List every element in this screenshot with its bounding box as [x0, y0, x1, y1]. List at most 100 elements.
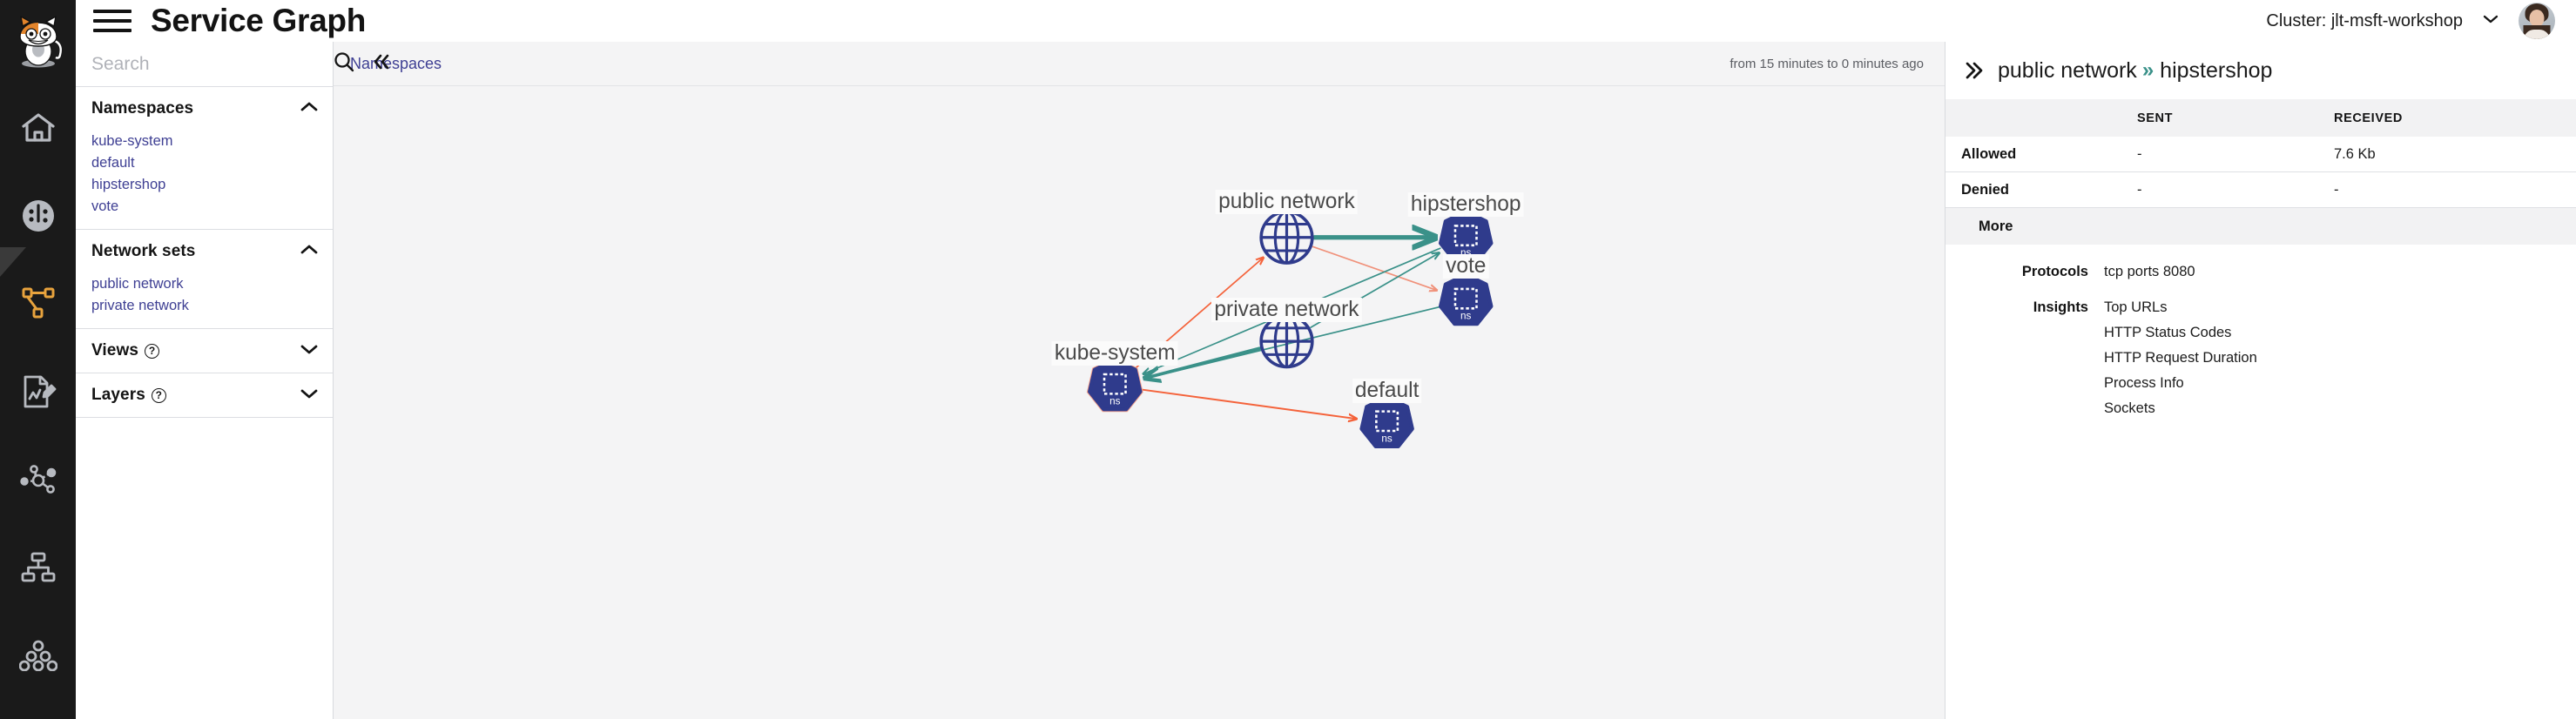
double-chevron-right-icon[interactable]	[1961, 60, 1986, 81]
sidebar-item-endpoints[interactable]	[0, 523, 76, 611]
sidebar-item-policies[interactable]	[0, 347, 76, 435]
dashboard-gauge-icon	[21, 198, 56, 233]
canvas-toolbar: Namespaces from 15 minutes to 0 minutes …	[334, 42, 1945, 86]
graph-node-label-vote: vote	[1443, 253, 1489, 279]
cluster-mesh-icon	[18, 640, 57, 671]
left-nav-panel: Namespaces kube-system default hipstersh…	[76, 0, 389, 719]
sidebar-item-public-network[interactable]: public network	[91, 276, 184, 292]
sidebar-item-default[interactable]: default	[91, 155, 135, 171]
graph-node-default[interactable]: ns	[1359, 394, 1414, 448]
policies-document-edit-icon	[20, 373, 57, 410]
cell-allowed-sent: -	[2137, 145, 2142, 162]
insight-process-info[interactable]: Process Info	[2104, 375, 2184, 391]
svg-text:ns: ns	[1109, 396, 1121, 407]
graph-node-public-network[interactable]	[1259, 210, 1314, 265]
sidebar-item-vote[interactable]: vote	[91, 198, 119, 214]
insight-http-status-codes[interactable]: HTTP Status Codes	[2104, 325, 2232, 340]
help-icon[interactable]: ?	[145, 343, 160, 359]
nodes-network-icon	[19, 463, 57, 496]
nav-section-header-network-sets[interactable]: Network sets	[76, 230, 333, 273]
graph-node-vote[interactable]: ns	[1439, 272, 1494, 326]
help-icon[interactable]: ?	[151, 387, 166, 403]
column-header-received: RECEIVED	[2334, 111, 2403, 125]
avatar[interactable]	[2519, 3, 2555, 39]
flow-arrow-icon: »	[2141, 58, 2154, 82]
nav-group-layers: Layers ?	[76, 373, 333, 418]
sidebar-item-home[interactable]	[0, 84, 76, 171]
sidebar-item-cluster-mesh[interactable]	[0, 611, 76, 699]
insight-http-request-duration[interactable]: HTTP Request Duration	[2104, 350, 2257, 366]
detail-header: public network » hipstershop	[1945, 42, 2576, 99]
detail-source-label[interactable]: public network	[1998, 57, 2137, 83]
nav-section-title-text: Views	[91, 341, 139, 360]
service-graph-icon	[20, 286, 57, 321]
sidebar-item-service-graph[interactable]	[0, 259, 76, 347]
nav-group-network-sets: Network sets public network private netw…	[76, 230, 333, 329]
chevron-down-icon[interactable]	[2480, 12, 2501, 30]
graph-node-label-hipstershop: hipstershop	[1407, 192, 1524, 217]
detail-title: public network » hipstershop	[1998, 58, 2272, 84]
nav-group-namespaces: Namespaces kube-system default hipstersh…	[76, 87, 333, 230]
nav-section-title: Network sets	[91, 242, 196, 260]
graph-node-label-default: default	[1352, 378, 1422, 403]
breadcrumb[interactable]: Namespaces	[350, 54, 442, 72]
graph-node-kube-system[interactable]: ns	[1086, 357, 1143, 413]
chevron-down-icon[interactable]	[300, 387, 319, 404]
top-header-bar: Service Graph Cluster: jlt-msft-workshop	[76, 0, 2576, 42]
graph-node-label-private-network: private network	[1211, 298, 1362, 323]
tigera-cat-logo[interactable]	[0, 0, 76, 84]
sidebar-item-kube-system[interactable]: kube-system	[91, 133, 173, 149]
detail-target-label[interactable]: hipstershop	[2160, 57, 2273, 83]
sidebar-item-nodes[interactable]	[0, 435, 76, 523]
row-label-allowed: Allowed	[1961, 145, 2017, 162]
hierarchy-icon	[19, 552, 57, 583]
nav-section-header-layers[interactable]: Layers ?	[76, 373, 333, 417]
chevron-up-icon[interactable]	[300, 101, 319, 118]
graph-edge[interactable]	[1312, 245, 1437, 290]
cell-denied-sent: -	[2137, 181, 2142, 198]
page-title: Service Graph	[151, 3, 367, 38]
nav-section-title: Views ?	[91, 341, 160, 360]
graph-node-private-network[interactable]	[1259, 314, 1314, 369]
insight-top-urls[interactable]: Top URLs	[2104, 299, 2168, 315]
double-chevron-left-icon[interactable]	[371, 52, 392, 76]
icon-rail	[0, 0, 76, 719]
sidebar-item-dashboard[interactable]	[0, 171, 76, 259]
more-label: More	[1979, 218, 2013, 234]
top-header-right: Cluster: jlt-msft-workshop	[2266, 3, 2576, 39]
insight-sockets[interactable]: Sockets	[2104, 400, 2155, 416]
graph-node-label-public-network: public network	[1216, 190, 1358, 215]
nav-section-title: Layers ?	[91, 386, 166, 405]
more-section-header[interactable]: More	[1945, 208, 2576, 245]
sidebar-item-hipstershop[interactable]: hipstershop	[91, 177, 166, 192]
protocols-label: Protocols	[2021, 264, 2088, 279]
cluster-selector-label[interactable]: Cluster: jlt-msft-workshop	[2266, 10, 2463, 30]
chevron-down-icon[interactable]	[300, 343, 319, 360]
insights-row: Insights Top URLs HTTP Status Codes HTTP…	[1945, 280, 2576, 417]
search-bar	[76, 42, 389, 87]
graph-canvas: Namespaces from 15 minutes to 0 minutes …	[334, 0, 1945, 719]
hamburger-icon[interactable]	[93, 10, 131, 32]
nav-section-header-namespaces[interactable]: Namespaces	[76, 87, 333, 131]
chevron-up-icon[interactable]	[300, 244, 319, 260]
time-range-label[interactable]: from 15 minutes to 0 minutes ago	[1730, 56, 1924, 71]
search-icon[interactable]	[333, 50, 355, 77]
graph-edge[interactable]	[1144, 346, 1262, 378]
home-icon	[20, 111, 57, 144]
row-label-denied: Denied	[1961, 181, 2010, 198]
search-input[interactable]	[91, 53, 327, 75]
cell-denied-received: -	[2334, 181, 2339, 198]
nav-section-header-views[interactable]: Views ?	[76, 329, 333, 373]
protocols-value: tcp ports 8080	[2104, 264, 2195, 279]
svg-text:ns: ns	[1460, 311, 1472, 322]
insights-list: Top URLs HTTP Status Codes HTTP Request …	[2104, 299, 2257, 417]
nav-section-title: Namespaces	[91, 99, 194, 118]
sidebar-item-private-network[interactable]: private network	[91, 298, 189, 313]
detail-panel: public network » hipstershop SENT RECEIV…	[1945, 0, 2576, 719]
table-row: Denied - -	[1945, 172, 2576, 208]
column-header-sent: SENT	[2137, 111, 2174, 125]
graph-edge[interactable]	[1142, 388, 1357, 420]
